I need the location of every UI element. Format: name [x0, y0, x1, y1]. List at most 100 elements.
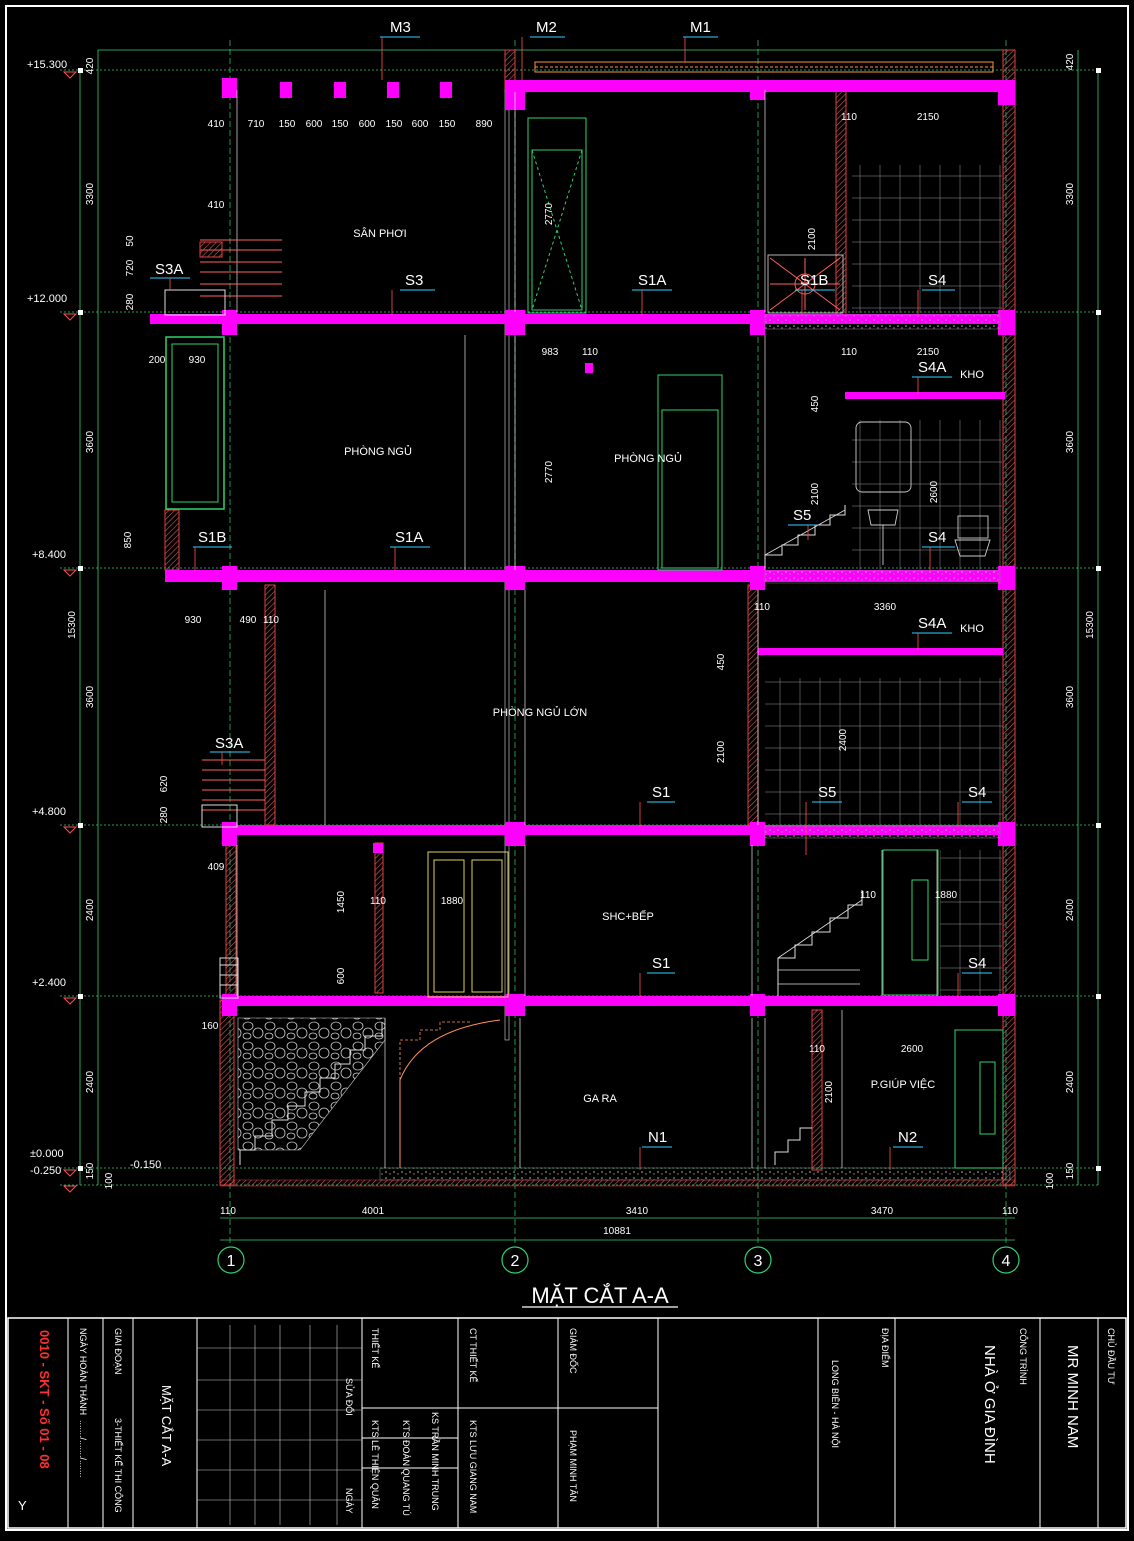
dim-110c: 110 — [841, 347, 857, 358]
dim-b4001: 4001 — [362, 1206, 385, 1217]
tb-sua-doi: SỬA ĐỔI — [344, 1378, 355, 1416]
tb-ngay-hoan-thanh: NGÀY HOÀN THÀNH — [78, 1328, 88, 1415]
sheet-border — [5, 5, 1129, 1531]
tb-y-mark: Y — [18, 1498, 27, 1513]
dim-110a: 110 — [582, 347, 598, 358]
tag-n1: N1 — [648, 1129, 667, 1146]
room-kho-b: KHO — [960, 623, 984, 635]
dim-490: 490 — [240, 615, 257, 626]
dim-t410: 410 — [208, 119, 225, 130]
dim-720: 720 — [125, 259, 136, 276]
tag-s4-b: S4 — [968, 784, 986, 801]
dim-160: 160 — [202, 1021, 219, 1032]
dim-t600b: 600 — [359, 119, 376, 130]
room-giup-viec: P.GIÚP VIỆC — [871, 1078, 935, 1091]
stone-fill — [237, 1017, 386, 1151]
dim-b110b: 110 — [1002, 1206, 1018, 1217]
tag-s4-top: S4 — [928, 272, 946, 289]
dim-3300-right: 3300 — [1065, 182, 1076, 205]
dim-t150d: 150 — [439, 119, 456, 130]
tb-cong-trinh: CÔNG TRÌNH — [1018, 1328, 1028, 1385]
tb-thiet-ke-v1: KTS LÊ THIỆN QUÂN — [370, 1420, 380, 1509]
tag-underlines — [150, 36, 992, 1148]
tb-ngay: NGÀY — [344, 1488, 354, 1514]
level-8400: +8.400 — [32, 549, 66, 561]
level-12000: +12.000 — [27, 293, 67, 305]
grid-axis-1: 1 — [227, 1253, 236, 1270]
dim-2400e: 2400 — [838, 728, 849, 751]
dim-2770b: 2770 — [544, 460, 555, 483]
dim-3600-left-b: 3600 — [85, 685, 96, 708]
level-4800: +4.800 — [32, 806, 66, 818]
dim-2400-left-a: 2400 — [85, 898, 96, 921]
wall-tiles — [765, 165, 1003, 995]
dim-420-left: 420 — [85, 57, 96, 74]
dim-110f: 110 — [370, 896, 386, 907]
tb-thiet-ke: THIẾT KẾ — [370, 1328, 380, 1368]
tb-giai-doan: GIAI ĐOẠN — [113, 1328, 123, 1375]
dim-200: 200 — [149, 355, 166, 366]
dim-3300-left: 3300 — [85, 182, 96, 205]
tb-drawing-name: MẶT CẮT A-A — [159, 1385, 174, 1466]
dim-110e: 110 — [754, 602, 770, 613]
room-phong-ngu-b: PHÒNG NGỦ — [614, 452, 682, 465]
dim-110g: 110 — [860, 890, 876, 901]
drawing-title: MẶT CẮT A-A — [531, 1283, 669, 1308]
level-2400: +2.400 — [32, 977, 66, 989]
stair-s5-lower — [777, 890, 863, 996]
dim-15300-left: 15300 — [67, 611, 78, 639]
dim-t150b: 150 — [332, 119, 349, 130]
tag-s4a-a: S4A — [918, 359, 946, 376]
dim-983: 983 — [542, 347, 559, 358]
title-block: 0010 - SKT - Số 01 - 08 NGÀY HOÀN THÀNH … — [7, 1317, 1127, 1529]
room-ga-ra: GA RA — [583, 1093, 617, 1105]
dim-1450: 1450 — [336, 890, 347, 913]
dim-t600a: 600 — [306, 119, 323, 130]
dim-409: 409 — [208, 862, 225, 873]
material-tags: M3 M2 M1 S3A S3 S1A S1B S4 S4A S5 S4 S1B… — [155, 19, 986, 1146]
dim-3600-left-a: 3600 — [85, 430, 96, 453]
s3a-top-ledge — [164, 289, 226, 316]
dim-t150c: 150 — [386, 119, 403, 130]
dim-600: 600 — [336, 967, 347, 984]
dim-930a: 930 — [189, 355, 206, 366]
tb-giam-doc: GIÁM ĐỐC — [568, 1328, 579, 1374]
dim-3360: 3360 — [874, 602, 897, 613]
dim-b3470: 3470 — [871, 1206, 894, 1217]
tag-s1a: S1A — [395, 529, 423, 546]
dim-620: 620 — [159, 775, 170, 792]
window-grille-top — [767, 254, 844, 314]
tag-s1-a: S1 — [652, 784, 670, 801]
dim-410b: 410 — [208, 200, 225, 211]
facade-window — [165, 336, 225, 510]
dim-t150a: 150 — [279, 119, 296, 130]
doors — [427, 117, 1004, 1169]
dim-3600-right-b: 3600 — [1065, 685, 1076, 708]
dim-2600: 2600 — [929, 480, 940, 503]
room-kho-a: KHO — [960, 369, 984, 381]
stair-s5-upper — [764, 505, 846, 568]
tag-s5-b: S5 — [818, 784, 836, 801]
dim-50: 50 — [125, 235, 136, 247]
dim-850: 850 — [123, 531, 134, 548]
dim-110d: 110 — [263, 615, 279, 626]
interior-lines — [236, 90, 938, 1168]
tag-s1a-top: S1A — [638, 272, 666, 289]
tb-ct-thiet-ke-v: KTS LƯU GIANG NAM — [468, 1420, 478, 1513]
railing-post — [199, 241, 223, 258]
level-15300: +15.300 — [27, 59, 67, 71]
dim-1880b: 1880 — [935, 890, 958, 901]
side-stair-s3a — [202, 759, 265, 811]
tb-ct-thiet-ke: CT THIẾT KẾ — [468, 1328, 478, 1383]
dim-930b: 930 — [185, 615, 202, 626]
level-marks: +15.300 +12.000 +8.400 +4.800 +2.400 ±0.… — [27, 59, 161, 1177]
tb-dia-diem: ĐỊA ĐIỂM — [880, 1328, 891, 1368]
dim-2600b: 2600 — [901, 1044, 924, 1055]
dim-420-right: 420 — [1065, 53, 1076, 70]
drawing-code: 0010 - SKT - Số 01 - 08 — [37, 1330, 52, 1469]
floor-screeds — [219, 314, 1016, 1187]
roof-tiles — [534, 61, 994, 73]
tb-thiet-ke-v3: KS TRẦN MINH TRUNG — [430, 1412, 440, 1511]
tag-s3a: S3A — [215, 735, 243, 752]
dim-150-left: 150 — [85, 1162, 96, 1179]
